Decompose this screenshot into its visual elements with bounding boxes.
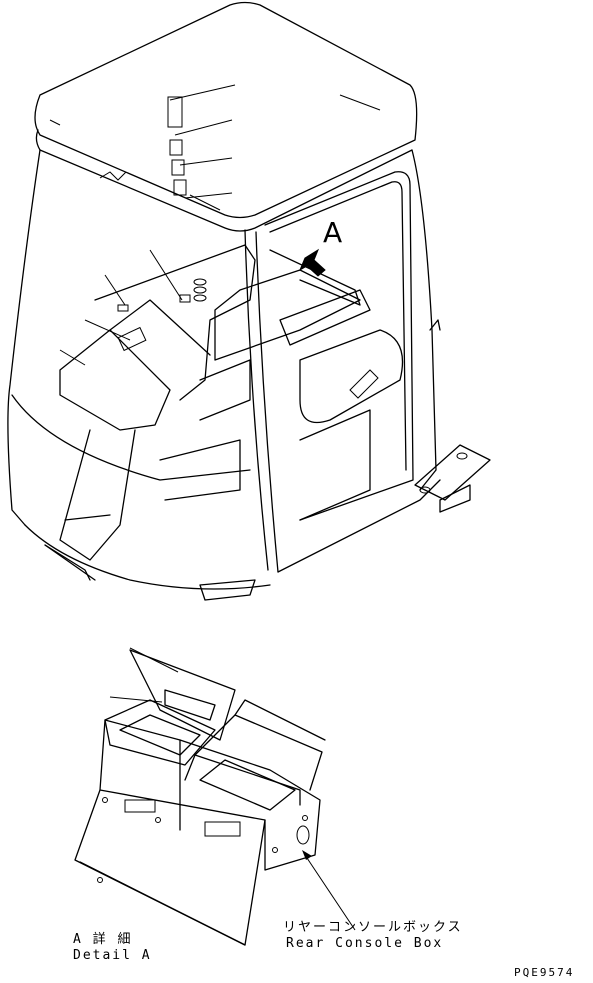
- rear-console-box-detail: [74, 647, 356, 946]
- operator-cab: [7, 1, 491, 601]
- view-marker-a: A: [323, 216, 343, 249]
- drawing-code: PQE9574: [514, 966, 575, 979]
- detail-title-jp: A 詳 細: [73, 932, 133, 947]
- rear-console-box-label-jp: リヤーコンソールボックス: [283, 920, 463, 935]
- rear-console-box-label-en: Rear Console Box: [286, 936, 444, 951]
- detail-title-en: Detail A: [73, 948, 152, 963]
